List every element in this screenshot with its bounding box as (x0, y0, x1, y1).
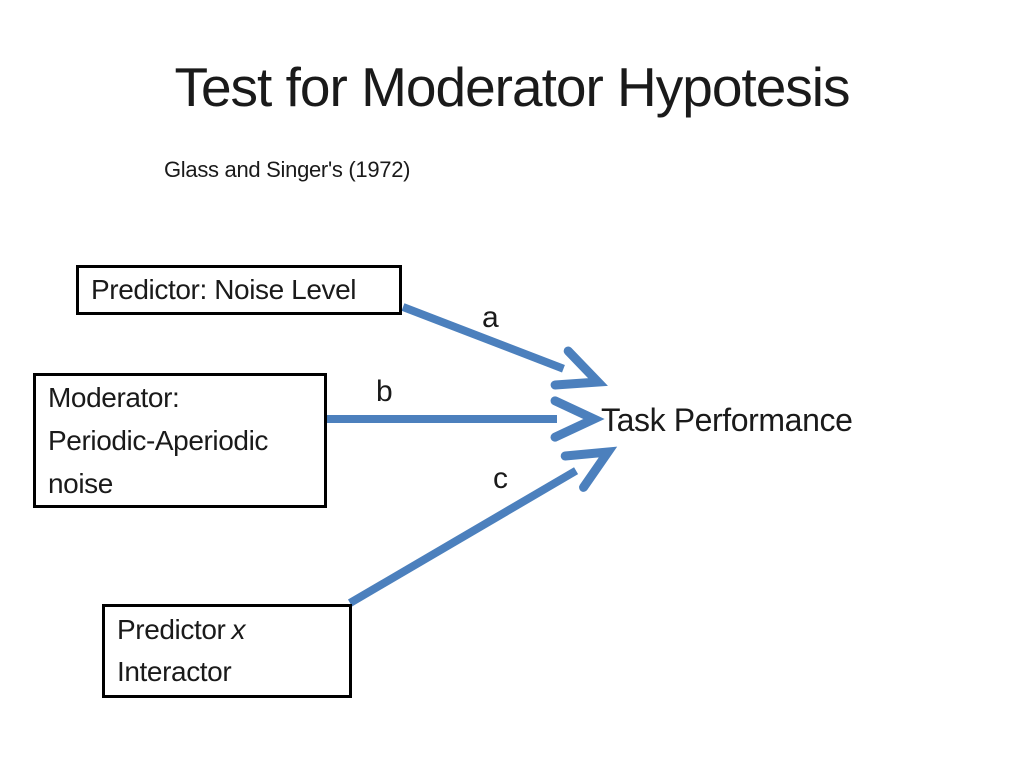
path-label-b: b (376, 375, 393, 408)
arrow-a-arrowhead-icon (550, 346, 608, 390)
box-moderator-line-3: noise (48, 468, 113, 499)
arrow-a (401, 303, 608, 390)
box-interactor-x-symbol: x (231, 614, 246, 645)
box-predictor-noise-level: Predictor: Noise Level (76, 265, 402, 315)
arrow-b (326, 396, 605, 442)
slide-subtitle: Glass and Singer's (1972) (164, 157, 411, 182)
arrow-c-shaft (347, 467, 579, 607)
task-performance-label: Task Performance (601, 402, 853, 438)
path-label-a: a (482, 301, 499, 334)
slide-title: Test for Moderator Hypotesis (174, 56, 850, 118)
box-moderator-line-1: Moderator: (48, 382, 180, 413)
box-moderator-line-2: Periodic-Aperiodic (48, 425, 269, 456)
box-interactor-line-1-text: Predictor (117, 614, 226, 645)
arrow-c-arrowhead-icon (560, 446, 618, 492)
arrow-b-arrowhead-icon (550, 396, 605, 442)
arrow-a-shaft (401, 303, 565, 373)
box-interactor-line-2: Interactor (117, 656, 232, 687)
box-moderator-periodic-aperiodic-noise: Moderator: Periodic-Aperiodic noise (33, 373, 327, 508)
box-predictor-label: Predictor: Noise Level (91, 274, 357, 305)
path-label-c: c (493, 462, 508, 495)
arrow-c (347, 446, 618, 607)
